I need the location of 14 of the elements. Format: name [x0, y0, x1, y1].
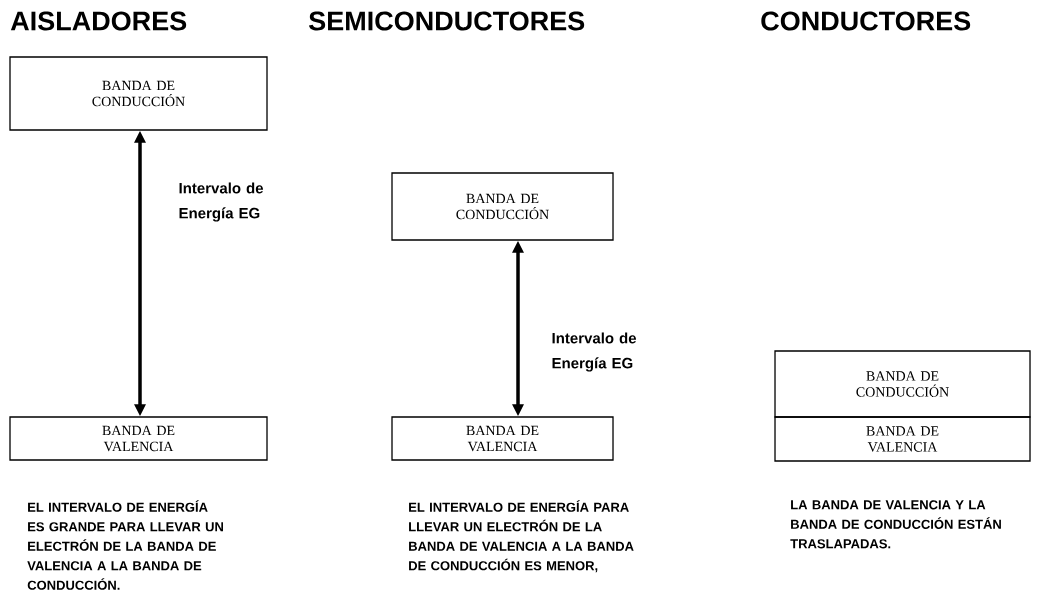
band-box: BANDA DE VALENCIA	[9, 416, 268, 461]
band-box: BANDA DE CONDUCCIÓN	[9, 56, 268, 131]
band-box: BANDA DE VALENCIA	[391, 416, 614, 461]
description: EL INTERVALO DE ENERGÍA PARA LLEVAR UN ELECTRÓN DE LA BANDA DE VALENCIA A LA BANDA DE CONDUCCIÓN ES MENOR,	[409, 500, 634, 573]
column-heading: SEMICONDUCTORES	[309, 11, 585, 31]
description: EL INTERVALO DE ENERGÍA ES GRANDE PARA LLEVAR UN ELECTRÓN DE LA BANDA DE VALENCIA A LA BANDA DE CONDUCCIÓN.	[27, 500, 223, 590]
band-box: BANDA DE CONDUCCIÓN	[774, 350, 1031, 418]
column-heading: AISLADORES	[10, 11, 187, 31]
description: LA BANDA DE VALENCIA Y LA BANDA DE CONDUCCIÓN ESTÁN TRASLAPADAS.	[790, 500, 1001, 549]
edge-label: Intervalo de Energía EG	[179, 182, 264, 222]
band-box: BANDA DE CONDUCCIÓN	[391, 172, 614, 241]
edge-label: Intervalo de Energía EG	[552, 332, 637, 372]
column-heading: CONDUCTORES	[761, 11, 971, 31]
band-box: BANDA DE VALENCIA	[774, 416, 1031, 462]
